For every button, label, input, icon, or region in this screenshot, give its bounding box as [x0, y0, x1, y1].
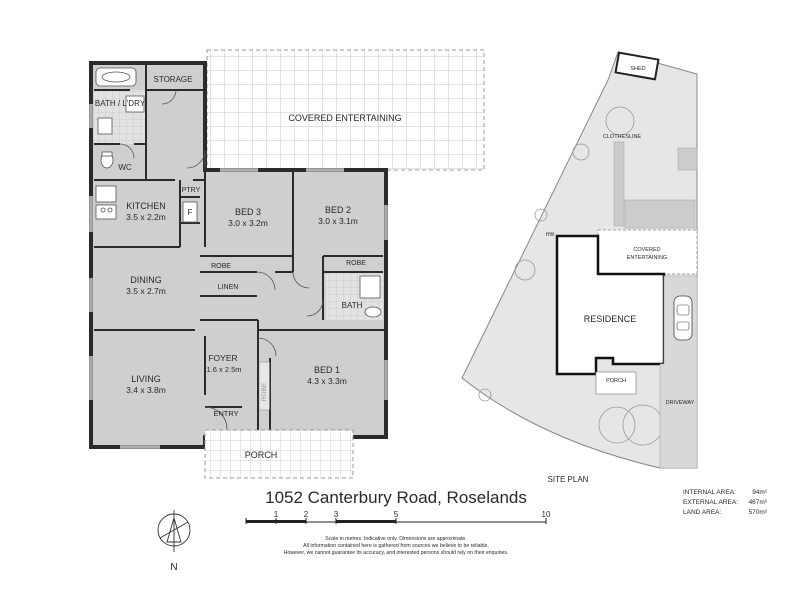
- label-site-entertaining: ENTERTAINING: [627, 255, 667, 261]
- site-porch: [595, 371, 637, 395]
- label-bed3: BED 3: [235, 207, 261, 217]
- label-hw: HW: [546, 232, 555, 238]
- label-dining: DINING: [130, 275, 162, 285]
- label-robe-bed3: ROBE: [211, 263, 231, 270]
- label-residence: RESIDENCE: [584, 314, 637, 324]
- porch-paving: [204, 429, 354, 479]
- house-floor: [91, 63, 386, 447]
- internal-walls: [94, 63, 386, 437]
- label-pantry: PTRY: [182, 187, 201, 194]
- label-bed3-size: 3.0 x 3.2m: [228, 218, 268, 228]
- scale-tick-3: 3: [334, 510, 339, 519]
- label-robe-bed2: ROBE: [346, 260, 366, 267]
- label-entry: ENTRY: [213, 409, 238, 418]
- compass-north: N: [170, 562, 177, 573]
- label-bath: BATH: [342, 301, 363, 310]
- label-living-size: 3.4 x 3.8m: [126, 385, 166, 395]
- label-living: LIVING: [131, 374, 161, 384]
- label-wc: WC: [118, 163, 132, 172]
- label-porch: PORCH: [245, 450, 278, 460]
- label-fridge: F: [188, 208, 193, 217]
- label-driveway: DRIVEWAY: [666, 400, 695, 406]
- covered-entertaining-deck: [206, 49, 485, 171]
- label-bed2: BED 2: [325, 205, 351, 215]
- scale-tick-1: 1: [274, 510, 279, 519]
- internal-area-label: INTERNAL AREA:: [683, 489, 736, 496]
- disclaimer-line-3: However, we cannot guarantee its accurac…: [284, 550, 509, 556]
- site-plan-title: SITE PLAN: [548, 475, 589, 484]
- label-site-porch: PORCH: [606, 378, 626, 384]
- label-foyer: FOYER: [208, 353, 237, 363]
- label-bed1: BED 1: [314, 365, 340, 375]
- label-bath-laundry: BATH / L'DRY: [95, 99, 146, 108]
- label-foyer-size: 1.6 x 2.5m: [206, 365, 241, 374]
- shed: [614, 51, 660, 81]
- label-covered-entertaining: COVERED ENTERTAINING: [288, 113, 401, 123]
- label-site-covered: COVERED: [633, 247, 660, 253]
- scale-bar: 1 2 3 5 10: [245, 510, 551, 524]
- label-dining-size: 3.5 x 2.7m: [126, 286, 166, 296]
- scale-tick-2: 2: [304, 510, 309, 519]
- compass-icon: [157, 510, 191, 552]
- label-kitchen-size: 3.5 x 2.2m: [126, 212, 166, 222]
- site-covered-entertaining: [597, 229, 698, 275]
- label-storage: STORAGE: [154, 75, 193, 84]
- land-area-value: 570m²: [749, 509, 768, 516]
- label-bed2-size: 3.0 x 3.1m: [318, 216, 358, 226]
- site-paths: [613, 141, 698, 229]
- fixtures: [95, 67, 382, 318]
- disclaimer-line-1: Scale in metres. Indicative only. Dimens…: [325, 536, 466, 542]
- label-kitchen: KITCHEN: [126, 201, 166, 211]
- land-area-label: LAND AREA:: [683, 509, 721, 516]
- scale-tick-10: 10: [542, 510, 551, 519]
- residence-footprint: [555, 234, 666, 376]
- label-bed1-size: 4.3 x 3.3m: [307, 376, 347, 386]
- label-linen: LINEN: [218, 284, 239, 291]
- label-shed: SHED: [630, 66, 645, 72]
- external-area-value: 467m²: [749, 499, 768, 506]
- door-swings: [119, 89, 324, 430]
- car-icon: [673, 295, 693, 341]
- internal-area-value: 94m²: [752, 489, 768, 496]
- address-title: 1052 Canterbury Road, Roselands: [265, 488, 527, 507]
- external-area-label: EXTERNAL AREA:: [683, 499, 738, 506]
- label-clothesline: CLOTHESLINE: [603, 134, 642, 140]
- disclaimer-line-2: All information contained here is gather…: [303, 543, 489, 549]
- scale-tick-5: 5: [394, 510, 399, 519]
